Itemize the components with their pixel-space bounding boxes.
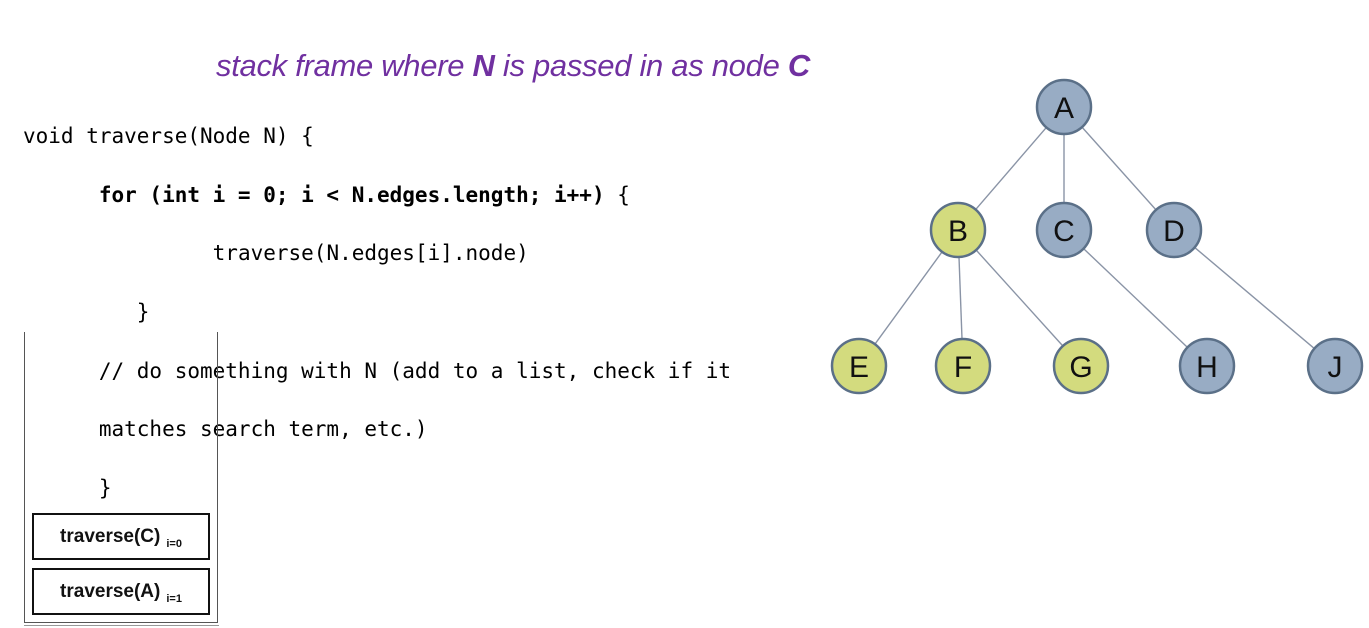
tree-node-d: D: [1145, 201, 1203, 259]
stack-frame-index: i=0: [166, 537, 182, 550]
code-line-7-text: }: [98, 475, 112, 500]
stack-frame-function: traverse(A): [60, 580, 161, 602]
tree-node-f: F: [934, 337, 992, 395]
code-line-6-text: matches search term, etc.): [98, 417, 428, 442]
heading-var: N: [472, 48, 495, 83]
heading-prefix: stack frame where: [216, 48, 473, 83]
tree-node-circle: [1178, 337, 1236, 395]
tree-node-h: H: [1178, 337, 1236, 395]
tree-node-circle: [929, 201, 987, 259]
tree-edge-c-h: [1083, 248, 1188, 348]
tree-node-label: G: [1069, 351, 1092, 384]
code-line-4-text: }: [136, 300, 150, 325]
tree-node-circle: [1035, 78, 1093, 136]
code-line-2: for (int i = 0; i < N.edges.length; i++)…: [23, 181, 731, 210]
tree-edge-b-f: [958, 256, 963, 340]
tree-node-circle: [830, 337, 888, 395]
tree-node-label: C: [1053, 215, 1075, 248]
code-line-5: // do something with N (add to a list, c…: [23, 357, 731, 386]
tree-node-label: B: [948, 215, 968, 248]
tree-edge-b-e: [874, 251, 943, 345]
code-line-4: }: [23, 298, 731, 327]
stack-frame-function: traverse(C): [60, 525, 161, 547]
tree-node-label: A: [1054, 92, 1074, 125]
tree-edge-d-j: [1194, 246, 1315, 350]
tree-node-label: E: [849, 351, 869, 384]
stack-frame-bottom: traverse(A) i=1: [32, 568, 210, 615]
tree-node-a: A: [1035, 78, 1093, 136]
tree-edges: [874, 126, 1315, 350]
call-stack-base: [24, 625, 219, 626]
tree-node-b: B: [929, 201, 987, 259]
heading-node: C: [787, 48, 810, 83]
tree-node-circle: [1306, 337, 1364, 395]
code-line-3-text: traverse(N.edges[i].node): [212, 241, 529, 266]
code-line-2-bold: for (int i = 0; i < N.edges.length; i++): [98, 182, 605, 207]
tree-node-label: J: [1328, 351, 1343, 384]
tree-edge-b-g: [975, 249, 1064, 347]
tree-node-circle: [1052, 337, 1110, 395]
tree-node-circle: [1145, 201, 1203, 259]
tree-node-e: E: [830, 337, 888, 395]
code-line-5-text: // do something with N (add to a list, c…: [98, 358, 732, 383]
tree-node-g: G: [1052, 337, 1110, 395]
code-block: void traverse(Node N) { for (int i = 0; …: [23, 93, 731, 532]
call-stack: [24, 332, 218, 623]
tree-node-label: F: [954, 351, 972, 384]
stack-frame-top: traverse(C) i=0: [32, 513, 210, 560]
tree-node-circle: [1035, 201, 1093, 259]
heading-middle: is passed in as node: [494, 48, 788, 83]
code-line-1: void traverse(Node N) {: [23, 124, 314, 149]
tree-node-circle: [934, 337, 992, 395]
tree-edge-a-b: [975, 126, 1047, 211]
slide-heading: stack frame where N is passed in as node…: [216, 48, 810, 84]
tree-node-c: C: [1035, 201, 1093, 259]
code-line-3: traverse(N.edges[i].node): [23, 239, 731, 268]
tree-node-j: J: [1306, 337, 1364, 395]
tree-node-label: D: [1163, 215, 1185, 248]
tree-node-label: H: [1196, 351, 1218, 384]
stack-frame-index: i=1: [166, 592, 182, 605]
code-line-7: }: [23, 474, 731, 503]
code-line-6: matches search term, etc.): [23, 415, 731, 444]
tree-edge-a-d: [1081, 126, 1157, 211]
code-line-2-rest: {: [604, 182, 630, 207]
